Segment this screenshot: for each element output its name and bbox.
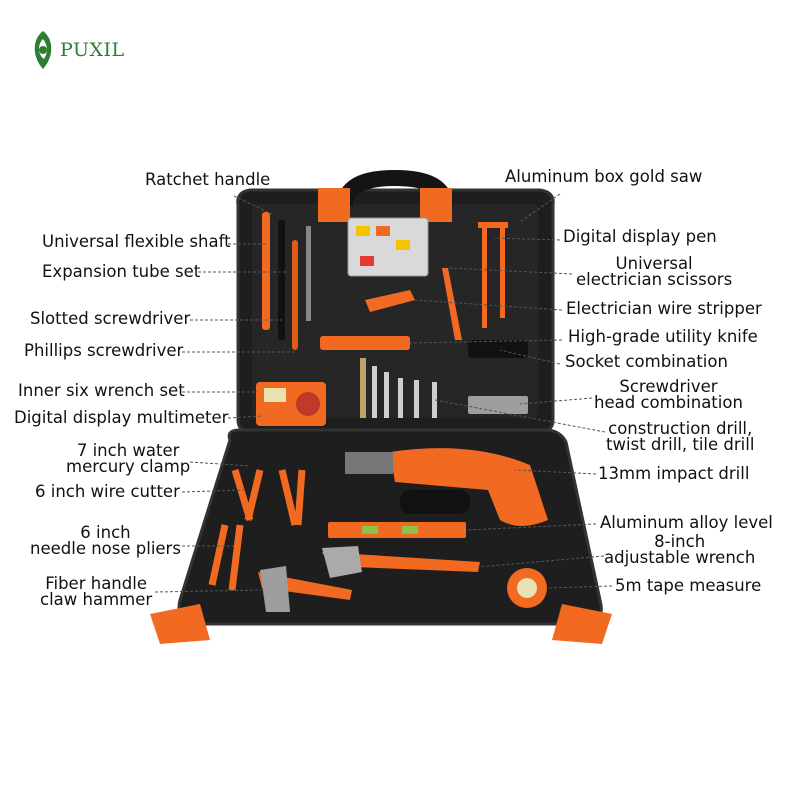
label-needle-pliers-line2: needle nose pliers — [30, 539, 181, 558]
swirl-leaf-icon — [34, 31, 52, 69]
label-water-clamp-line2: mercury clamp — [66, 457, 191, 476]
label-universal-flexible-shaft: Universal flexible shaft — [42, 232, 231, 251]
label-impact-drill: 13mm impact drill — [598, 464, 750, 483]
label-needle-pliers: 6 inch needle nose pliers — [30, 523, 181, 558]
brand-logo: PUXIL — [30, 28, 125, 72]
label-aluminum-box-gold-saw: Aluminum box gold saw — [505, 167, 703, 186]
label-claw-hammer: Fiber handle claw hammer — [40, 574, 153, 609]
label-phillips-screwdriver: Phillips screwdriver — [24, 341, 184, 360]
label-drills: construction drill, twist drill, tile dr… — [606, 419, 755, 454]
label-tape-measure: 5m tape measure — [615, 576, 762, 595]
brand-name: PUXIL — [60, 39, 125, 61]
label-water-clamp-line1: 7 inch water — [76, 441, 180, 460]
label-ratchet-handle: Ratchet handle — [145, 170, 271, 189]
label-screwdriver-head: Screwdriver head combination — [594, 377, 743, 412]
base-tools — [208, 448, 548, 612]
label-claw-hammer-line2: claw hammer — [40, 590, 153, 609]
carry-handle — [318, 169, 453, 222]
lid-tools — [256, 212, 528, 426]
label-adjustable-wrench-line2: adjustable wrench — [604, 548, 756, 567]
label-expansion-tube-set: Expansion tube set — [42, 262, 201, 281]
label-universal-scissors-line2: electrician scissors — [576, 270, 733, 289]
label-wire-stripper: Electrician wire stripper — [566, 299, 762, 318]
label-adjustable-wrench: 8-inch adjustable wrench — [604, 532, 756, 567]
label-level: Aluminum alloy level — [600, 513, 773, 532]
label-universal-scissors-line1: Universal — [615, 254, 693, 273]
toolbox-lid — [236, 188, 555, 434]
label-utility-knife: High-grade utility knife — [568, 327, 758, 346]
label-universal-scissors: Universal electrician scissors — [576, 254, 733, 289]
label-claw-hammer-line1: Fiber handle — [45, 574, 147, 593]
label-multimeter: Digital display multimeter — [14, 408, 229, 427]
leader-lines — [154, 193, 613, 593]
label-socket-combination: Socket combination — [565, 352, 728, 371]
label-water-clamp: 7 inch water mercury clamp — [66, 441, 191, 476]
label-screwdriver-head-line2: head combination — [594, 393, 743, 412]
label-wire-cutter: 6 inch wire cutter — [35, 482, 180, 501]
label-adjustable-wrench-line1: 8-inch — [654, 532, 706, 551]
label-needle-pliers-line1: 6 inch — [80, 523, 131, 542]
label-inner-six-wrench: Inner six wrench set — [18, 381, 185, 400]
label-drills-line2: twist drill, tile drill — [606, 435, 755, 454]
label-screwdriver-head-line1: Screwdriver — [619, 377, 718, 396]
label-slotted-screwdriver: Slotted screwdriver — [30, 309, 191, 328]
label-digital-display-pen: Digital display pen — [563, 227, 717, 246]
label-drills-line1: construction drill, — [608, 419, 753, 438]
